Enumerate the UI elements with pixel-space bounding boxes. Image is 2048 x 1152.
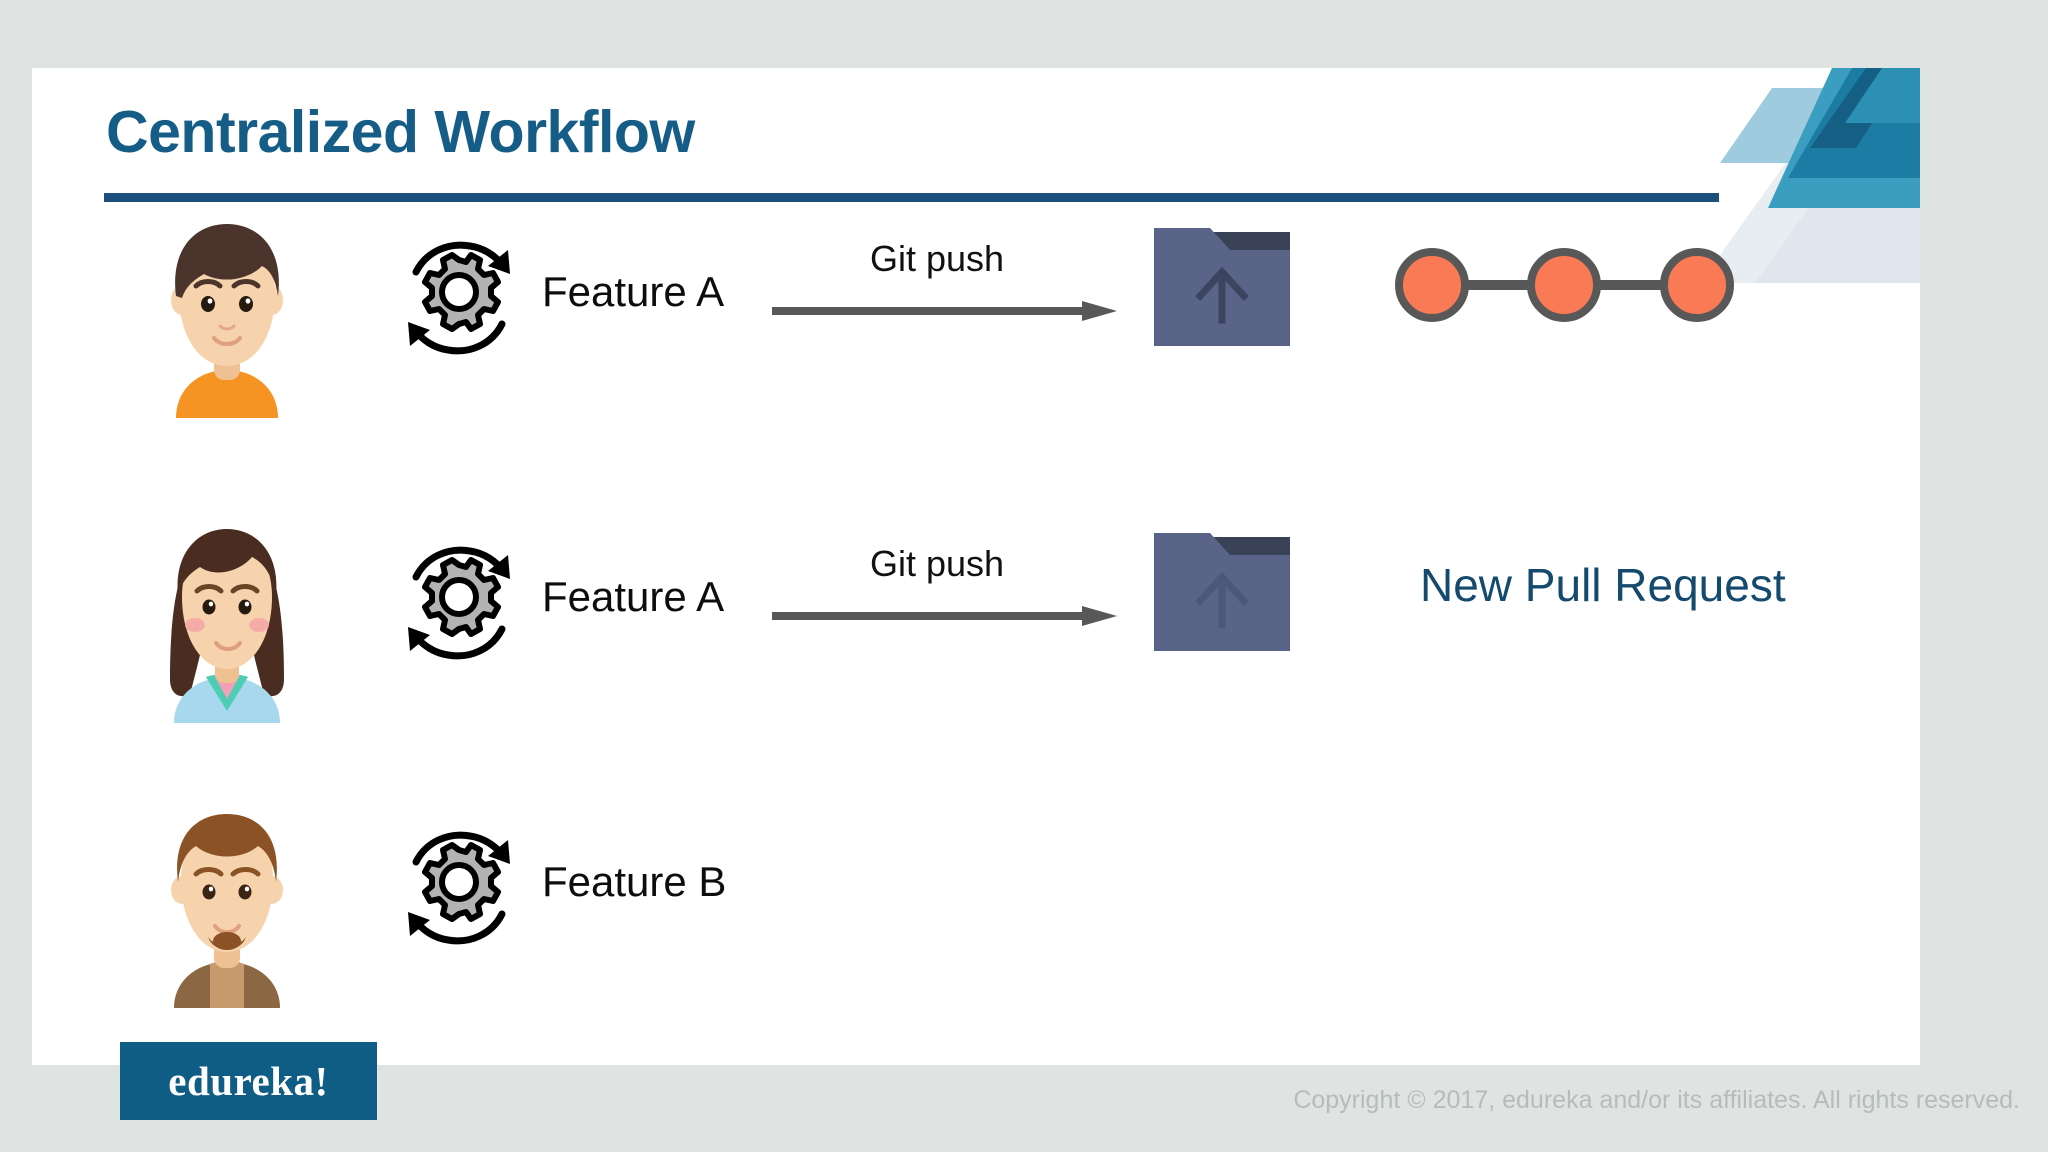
avatar-man-svg [171,814,283,1008]
commit-node [1395,248,1469,322]
developer-avatar-boy [152,218,302,418]
workflow-row: Feature B [32,808,1920,1008]
edureka-logo: edureka! [120,1042,377,1120]
workflow-row: Feature A Git push New Pull Request [32,523,1920,723]
feature-label: Feature A [542,573,725,620]
commit-chain [1387,240,1742,330]
sync-gear-svg [408,546,510,660]
folder-icon-svg [1154,533,1290,651]
page-title: Centralized Workflow [106,99,695,165]
git-push-arrow-icon [772,301,1117,321]
edureka-logo-text: edureka! [168,1058,329,1104]
sync-gear-icon [400,541,518,663]
commit-node [1527,248,1601,322]
copyright-notice: Copyright © 2017, edureka and/or its aff… [1293,1086,2020,1114]
workflow-row: Feature A Git push [32,218,1920,418]
developer-avatar-girl [152,523,302,723]
git-push-label: Git push [869,543,1005,584]
ribbon-band-lightblue [1720,88,1892,163]
developer-avatar-man [152,808,302,1008]
avatar-boy-svg [171,224,283,418]
remote-repository-folder [1154,228,1290,346]
feature-label: Feature B [542,858,727,905]
git-push-label: Git push [869,238,1005,279]
folder-icon-svg [1154,228,1290,346]
commit-chain-svg [1395,248,1734,322]
new-pull-request-label: New Pull Request [1420,559,1786,611]
feature-label: Feature A [542,268,725,315]
sync-gear-icon [400,236,518,358]
ribbon-band-accent [1845,68,1920,123]
title-underline-rule [104,193,1719,202]
git-push-arrow-icon [772,606,1117,626]
avatar-girl-svg [170,529,284,723]
git-push-group: Git push [772,238,1122,348]
ribbon-band-midblue [1768,68,1920,208]
slide-canvas: Centralized Workflow [32,68,1920,1065]
ribbon-band-darkblue [1788,68,1920,178]
sync-gear-icon [400,826,518,948]
git-push-group: Git push [772,543,1122,653]
commit-node [1660,248,1734,322]
sync-gear-svg [408,241,510,355]
sync-gear-svg [408,831,510,945]
ribbon-band-deepblue [1810,68,1908,148]
remote-repository-folder [1154,533,1290,651]
